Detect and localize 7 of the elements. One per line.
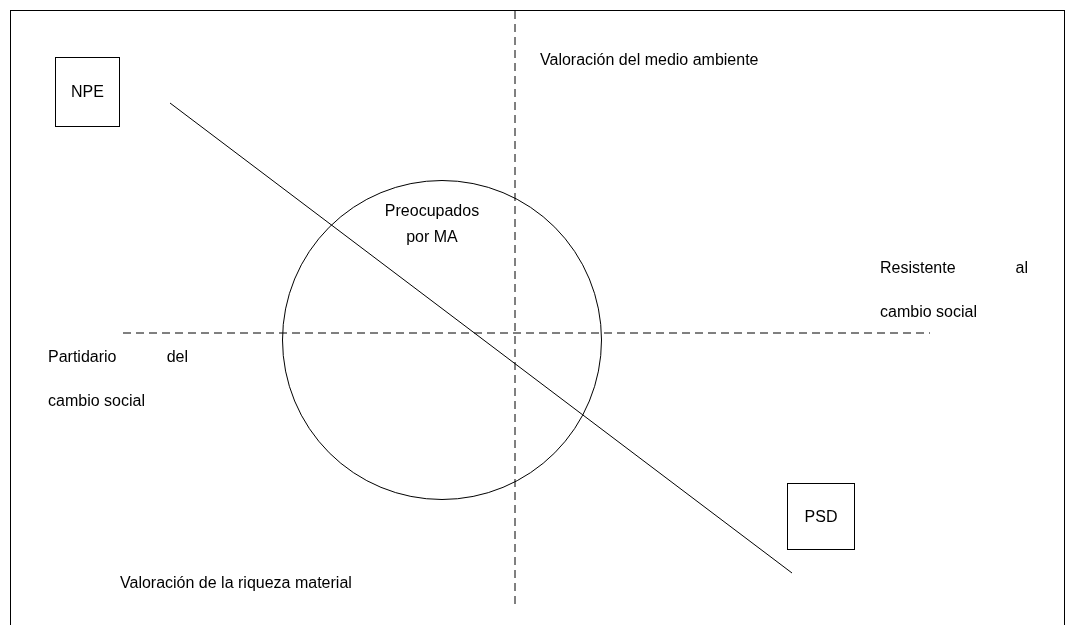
label-box: PSD	[787, 483, 855, 550]
circle-label: Preocupados por MA	[383, 201, 481, 247]
label-box: NPE	[55, 57, 120, 127]
axis-label: Partidario del cambio social	[48, 347, 188, 411]
axis-label: Valoración del medio ambiente	[540, 50, 760, 70]
axis-label: Valoración de la riqueza material	[120, 573, 353, 593]
axis-label: Resistente al cambio social	[880, 258, 1028, 322]
